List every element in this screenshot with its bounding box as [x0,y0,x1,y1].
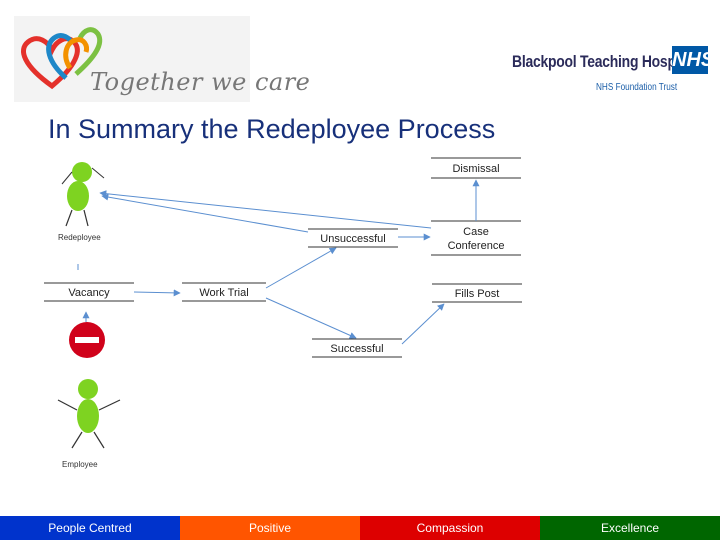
hospital-name: Blackpool Teaching Hospitals [512,52,703,71]
hearts-icon [21,27,103,90]
fills-post-label: Fills Post [455,288,500,300]
footer-positive: Positive [180,516,360,540]
arrow-unsuccessful-to-redeployee [101,193,309,233]
dismissal-node: Dismissal [431,157,521,179]
dismissal-label: Dismissal [452,163,499,175]
successful-label: Successful [330,343,383,355]
page-title: In Summary the Redeployee Process [48,114,496,144]
unsuccessful-label: Unsuccessful [320,233,385,245]
footer-values-bar: People Centred Positive Compassion Excel… [0,516,720,540]
redeployee-process-diagram: Redeployee Employee Dismissal Case Confe… [44,157,522,469]
arrow-work-trial-to-unsuccessful [265,247,337,289]
nhs-badge: NHS [672,46,714,74]
vacancy-label: Vacancy [68,287,110,299]
work-trial-node: Work Trial [182,282,266,302]
footer-excellence: Excellence [540,516,720,540]
arrow-work-trial-to-successful [265,297,357,339]
arrow-vacancy-to-work-trial [133,289,181,297]
arrow-successful-to-fills-post [401,303,445,345]
employee-figure-icon [57,379,121,449]
vacancy-node: Vacancy [44,282,134,302]
arrow-case-conference-to-redeployee [99,190,432,229]
trust-name: NHS Foundation Trust [596,82,678,93]
case-conference-label-1: Case [463,226,489,238]
footer-compassion: Compassion [360,516,540,540]
fills-post-node: Fills Post [432,283,522,303]
blackpool-hospitals-logo: Blackpool Teaching Hospitals NHS NHS Fou… [512,42,714,98]
logo-left-text: Together we care [90,68,311,96]
successful-node: Successful [312,338,402,358]
work-trial-label: Work Trial [199,287,248,299]
redeployee-caption: Redeployee [58,233,101,242]
case-conference-label-2: Conference [448,240,505,252]
case-conference-node: Case Conference [431,220,521,256]
employee-caption: Employee [62,460,98,469]
no-entry-icon [69,322,105,358]
redeployee-figure-icon [61,162,105,227]
footer-people-centred: People Centred [0,516,180,540]
unsuccessful-node: Unsuccessful [308,228,398,248]
together-we-care-logo: Together we care [14,16,310,102]
